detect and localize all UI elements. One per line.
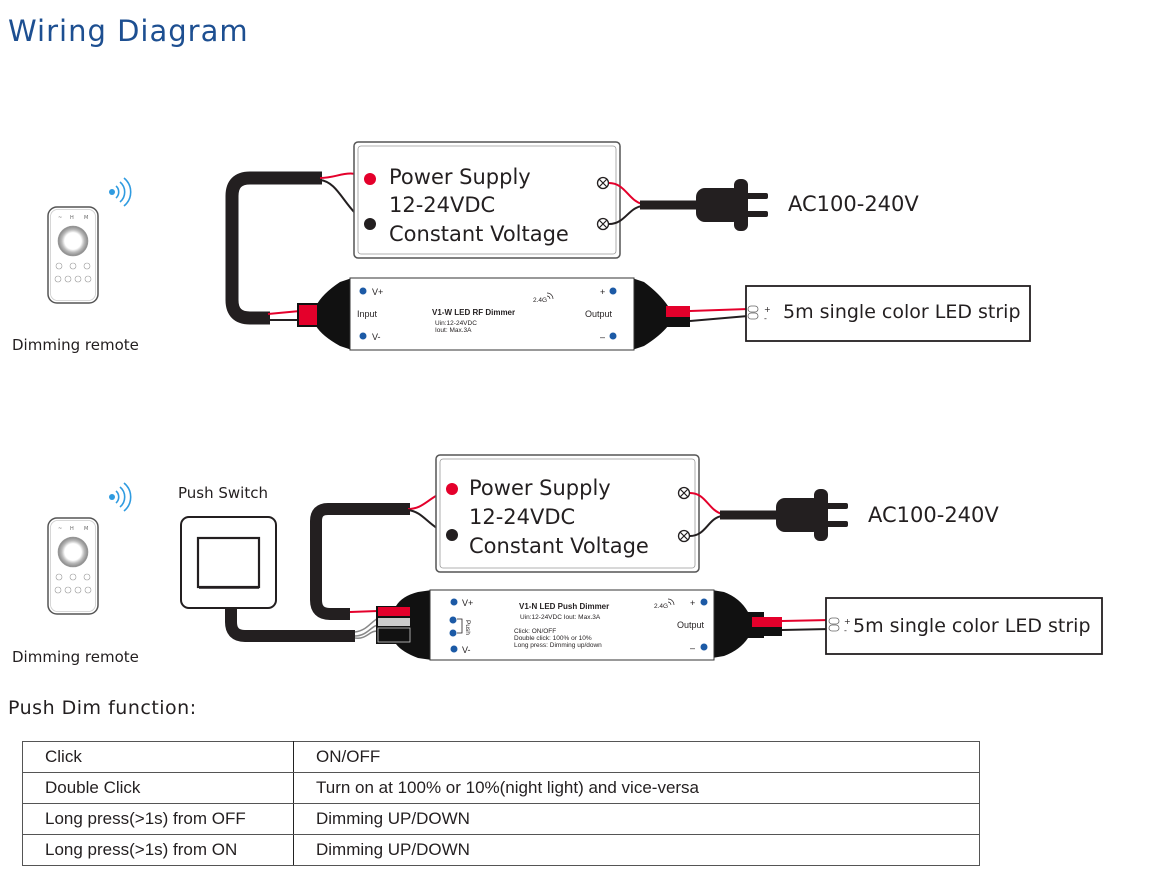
action-cell: Long press(>1s) from OFF	[22, 803, 294, 835]
result-cell: Dimming UP/DOWN	[293, 803, 980, 835]
led-strip-top: + - 5m single color LED strip	[745, 285, 1031, 342]
ps-label-line3: Constant Voltage	[469, 534, 649, 558]
result-cell: Dimming UP/DOWN	[293, 834, 980, 866]
dimmer-vplus-label: V+	[372, 287, 383, 297]
push-dim-function-table: Click ON/OFF Double Click Turn on at 100…	[22, 741, 980, 866]
ac-plug-icon	[640, 179, 768, 231]
dc-cable-top	[225, 171, 322, 325]
dimmer-minus-label: –	[690, 643, 695, 653]
ac-plug-icon	[720, 489, 848, 541]
power-supply-top: Power Supply 12-24VDC Constant Voltage	[353, 141, 621, 259]
ps-label-line1: Power Supply	[389, 165, 531, 189]
table-row: Long press(>1s) from ON Dimming UP/DOWN	[22, 834, 980, 866]
wireless-signal-icon	[108, 482, 132, 512]
dimmer-spec: Uin:12-24VDC Iout: Max.3A	[520, 614, 601, 621]
table-row: Double Click Turn on at 100% or 10%(nigh…	[22, 772, 980, 804]
remote-bottom	[47, 482, 132, 615]
rf-signal-icon	[546, 292, 554, 300]
dimmer-output-label: Output	[585, 309, 613, 319]
led-strip-label-bottom: 5m single color LED strip	[853, 615, 1091, 637]
dimmer-vminus-label: V-	[462, 645, 471, 655]
rf-signal-icon	[667, 598, 675, 606]
push-switch	[180, 516, 277, 609]
svg-text:+: +	[844, 617, 851, 626]
rf-dimmer-top: V+ V- Input Output + – V1-W LED RF Dimme…	[297, 277, 690, 351]
dimmer-model-label: V1-W LED RF Dimmer	[432, 308, 515, 317]
dimmer-plus-label: +	[600, 287, 605, 297]
remote-control-icon	[47, 517, 99, 615]
screw-terminal-icon	[677, 529, 691, 543]
wiring-diagram: ~ H M	[12, 141, 1103, 666]
dimmer-note-double-click: Double click: 100% or 10%	[514, 635, 592, 642]
dimmer-vminus-label: V-	[372, 332, 381, 342]
screw-terminal-icon	[596, 217, 610, 231]
remote-top	[47, 177, 132, 304]
table-row: Long press(>1s) from OFF Dimming UP/DOWN	[22, 803, 980, 835]
ac-voltage-label-top: AC100-240V	[788, 192, 919, 216]
action-cell: Click	[22, 741, 294, 773]
ps-label-line2: 12-24VDC	[469, 505, 575, 529]
page-title: Wiring Diagram	[8, 14, 249, 48]
dimmer-model-label: V1-N LED Push Dimmer	[519, 602, 609, 611]
dimmer-spec-output: Iout: Max.3A	[435, 327, 472, 334]
push-dimmer-bottom: V+ V- Push Output + – V1-N LED Push Dimm…	[376, 589, 782, 661]
action-cell: Long press(>1s) from ON	[22, 834, 294, 866]
wireless-signal-icon	[108, 177, 132, 207]
table-row: Click ON/OFF	[22, 741, 980, 773]
dimmer-spec-input: Uin:12-24VDC	[435, 320, 477, 327]
push-switch-label: Push Switch	[178, 484, 268, 502]
negative-terminal	[446, 529, 458, 541]
rf-badge: 2.4G	[533, 297, 547, 304]
result-cell: ON/OFF	[293, 741, 980, 773]
ps-label-line1: Power Supply	[469, 476, 611, 500]
push-dim-function-heading: Push Dim function:	[8, 697, 197, 719]
led-strip-bottom: + - 5m single color LED strip	[825, 597, 1103, 655]
result-cell: Turn on at 100% or 10%(night light) and …	[293, 772, 980, 804]
screw-terminal-icon	[677, 486, 691, 500]
dimmer-plus-label: +	[690, 598, 695, 608]
ps-label-line3: Constant Voltage	[389, 222, 569, 246]
remote-label-top: Dimming remote	[12, 336, 139, 354]
dimmer-minus-label: –	[600, 332, 605, 342]
action-cell: Double Click	[22, 772, 294, 804]
svg-text:+: +	[764, 305, 771, 314]
dimmer-note-click: Click: ON/OFF	[514, 628, 556, 635]
dimmer-output-label: Output	[677, 620, 705, 630]
svg-text:-: -	[844, 626, 847, 635]
remote-control-icon	[47, 206, 99, 304]
positive-terminal	[446, 483, 458, 495]
negative-terminal	[364, 218, 376, 230]
ac-voltage-label-bottom: AC100-240V	[868, 503, 999, 527]
remote-label-bottom: Dimming remote	[12, 648, 139, 666]
svg-text:-: -	[764, 314, 767, 323]
rf-badge: 2.4G	[654, 603, 668, 610]
dimmer-vplus-label: V+	[462, 598, 473, 608]
positive-terminal	[364, 173, 376, 185]
screw-terminal-icon	[596, 176, 610, 190]
led-strip-label-top: 5m single color LED strip	[783, 301, 1021, 323]
dimmer-push-label: Push	[464, 620, 471, 635]
power-supply-bottom: Power Supply 12-24VDC Constant Voltage	[435, 454, 700, 573]
dimmer-input-label: Input	[357, 309, 378, 319]
ps-label-line2: 12-24VDC	[389, 193, 495, 217]
dimmer-note-long-press: Long press: Dimming up/down	[514, 642, 602, 649]
